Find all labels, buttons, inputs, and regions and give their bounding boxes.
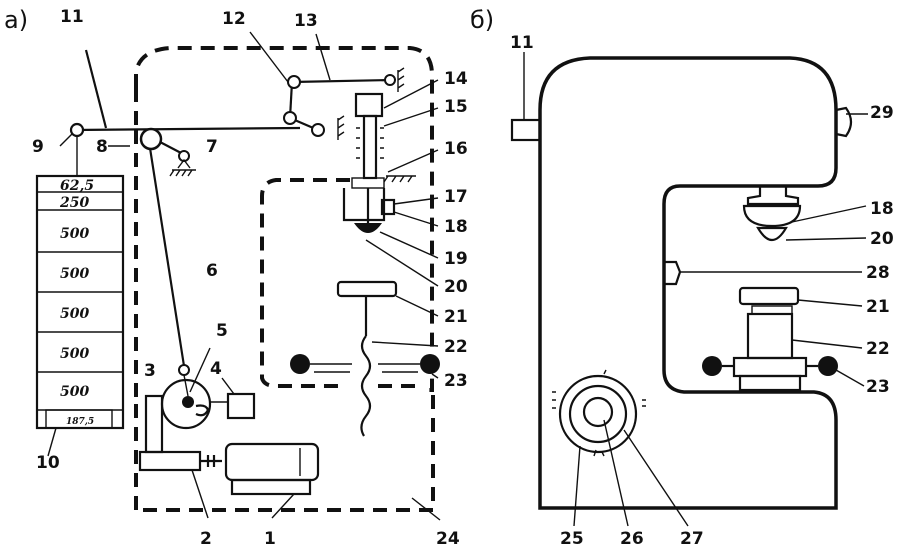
label-a-19: 19 — [444, 249, 468, 269]
label-b-29: 29 — [870, 103, 894, 123]
frame-outline — [134, 46, 435, 512]
lifting-column-22 — [746, 312, 794, 360]
link-7 — [159, 141, 184, 155]
weight-3: 500 — [60, 266, 89, 282]
label-a-11: 11 — [60, 7, 84, 27]
frame-throat — [260, 178, 420, 388]
label-b-11: 11 — [510, 33, 534, 53]
support-7 — [169, 169, 196, 177]
label-a-15: 15 — [444, 97, 468, 117]
label-a-13: 13 — [294, 11, 318, 31]
label-b-21: 21 — [866, 297, 890, 317]
leader-5 — [189, 347, 211, 393]
label-a-17: 17 — [444, 187, 468, 207]
spindle-15 — [362, 114, 378, 180]
motor-1 — [224, 442, 320, 482]
label-a-1: 1 — [264, 529, 276, 549]
label-a-21: 21 — [444, 307, 468, 327]
link-13 — [291, 78, 393, 84]
tester-body — [538, 56, 838, 510]
gauge-28 — [664, 260, 682, 286]
weight-0: 62,5 — [60, 178, 94, 194]
table-21-b — [738, 286, 800, 306]
panel-a-label: а) — [4, 6, 28, 34]
lead-screw-22 — [360, 335, 372, 437]
table-21 — [336, 280, 398, 298]
weight-1: 250 — [59, 195, 89, 211]
leader-10 — [47, 427, 57, 457]
label-b-18: 18 — [870, 199, 894, 219]
label-a-3: 3 — [144, 361, 156, 381]
indenter-housing — [742, 204, 802, 228]
weight-4: 500 — [60, 306, 89, 322]
weight-base-label: 187,5 — [66, 417, 94, 427]
lever-arm — [73, 126, 301, 132]
label-b-23: 23 — [866, 377, 890, 397]
spindle-head-14 — [354, 92, 384, 118]
indenter-tip-20 — [756, 226, 788, 242]
lever-handle-11 — [510, 118, 542, 142]
leader-25 — [573, 445, 581, 527]
leader-24 — [411, 497, 441, 521]
dial-ring-27 — [568, 384, 628, 444]
connecting-rod-6 — [148, 147, 186, 367]
weight-5: 500 — [60, 346, 89, 362]
label-a-7: 7 — [206, 137, 218, 157]
leader-2 — [191, 469, 209, 519]
knob-29 — [835, 106, 853, 138]
label-b-28: 28 — [866, 263, 890, 283]
label-b-20: 20 — [870, 229, 894, 249]
indenter-ball-19 — [353, 223, 383, 233]
handwheel-right-23 — [420, 354, 440, 374]
coupling — [200, 455, 222, 467]
indenter-head-18 — [746, 186, 800, 206]
leader-1 — [271, 493, 295, 519]
weight-base — [45, 409, 113, 429]
label-a-2: 2 — [200, 529, 212, 549]
handwheel-b-right — [818, 356, 838, 376]
label-a-22: 22 — [444, 337, 468, 357]
handwheel-left — [290, 354, 310, 374]
label-b-27: 27 — [680, 529, 704, 549]
panel-b-label: б) — [470, 6, 494, 34]
pulley-8 — [139, 127, 163, 151]
label-b-25: 25 — [560, 529, 584, 549]
leader-26 — [603, 419, 629, 527]
gear-reducer-2 — [138, 450, 202, 472]
label-a-23: 23 — [444, 371, 468, 391]
handwheel-b-left — [702, 356, 722, 376]
weight-2: 500 — [60, 226, 89, 242]
label-a-14: 14 — [444, 69, 468, 89]
limit-switch-4 — [226, 392, 256, 420]
leader-11 — [84, 49, 108, 129]
label-b-26: 26 — [620, 529, 644, 549]
leader-12 — [249, 31, 289, 83]
lever-pivot-9 — [69, 122, 85, 138]
label-a-12: 12 — [222, 9, 246, 29]
label-b-22: 22 — [866, 339, 890, 359]
dial-center-26 — [582, 396, 614, 428]
label-a-6: 6 — [206, 261, 218, 281]
leader-27 — [623, 429, 689, 527]
label-a-9: 9 — [32, 137, 44, 157]
label-a-24: 24 — [436, 529, 460, 549]
label-a-10: 10 — [36, 453, 60, 473]
weight-6: 500 — [60, 384, 89, 400]
dial-25 — [558, 374, 638, 454]
indenter-holder-17 — [342, 188, 386, 222]
label-a-5: 5 — [216, 321, 228, 341]
motor-base — [230, 478, 312, 496]
gear-shaft — [144, 394, 164, 454]
label-a-18: 18 — [444, 217, 468, 237]
label-a-8: 8 — [96, 137, 108, 157]
label-a-16: 16 — [444, 139, 468, 159]
label-a-20: 20 — [444, 277, 468, 297]
leader-13 — [315, 33, 331, 81]
spring — [356, 127, 384, 159]
label-a-4: 4 — [210, 359, 222, 379]
